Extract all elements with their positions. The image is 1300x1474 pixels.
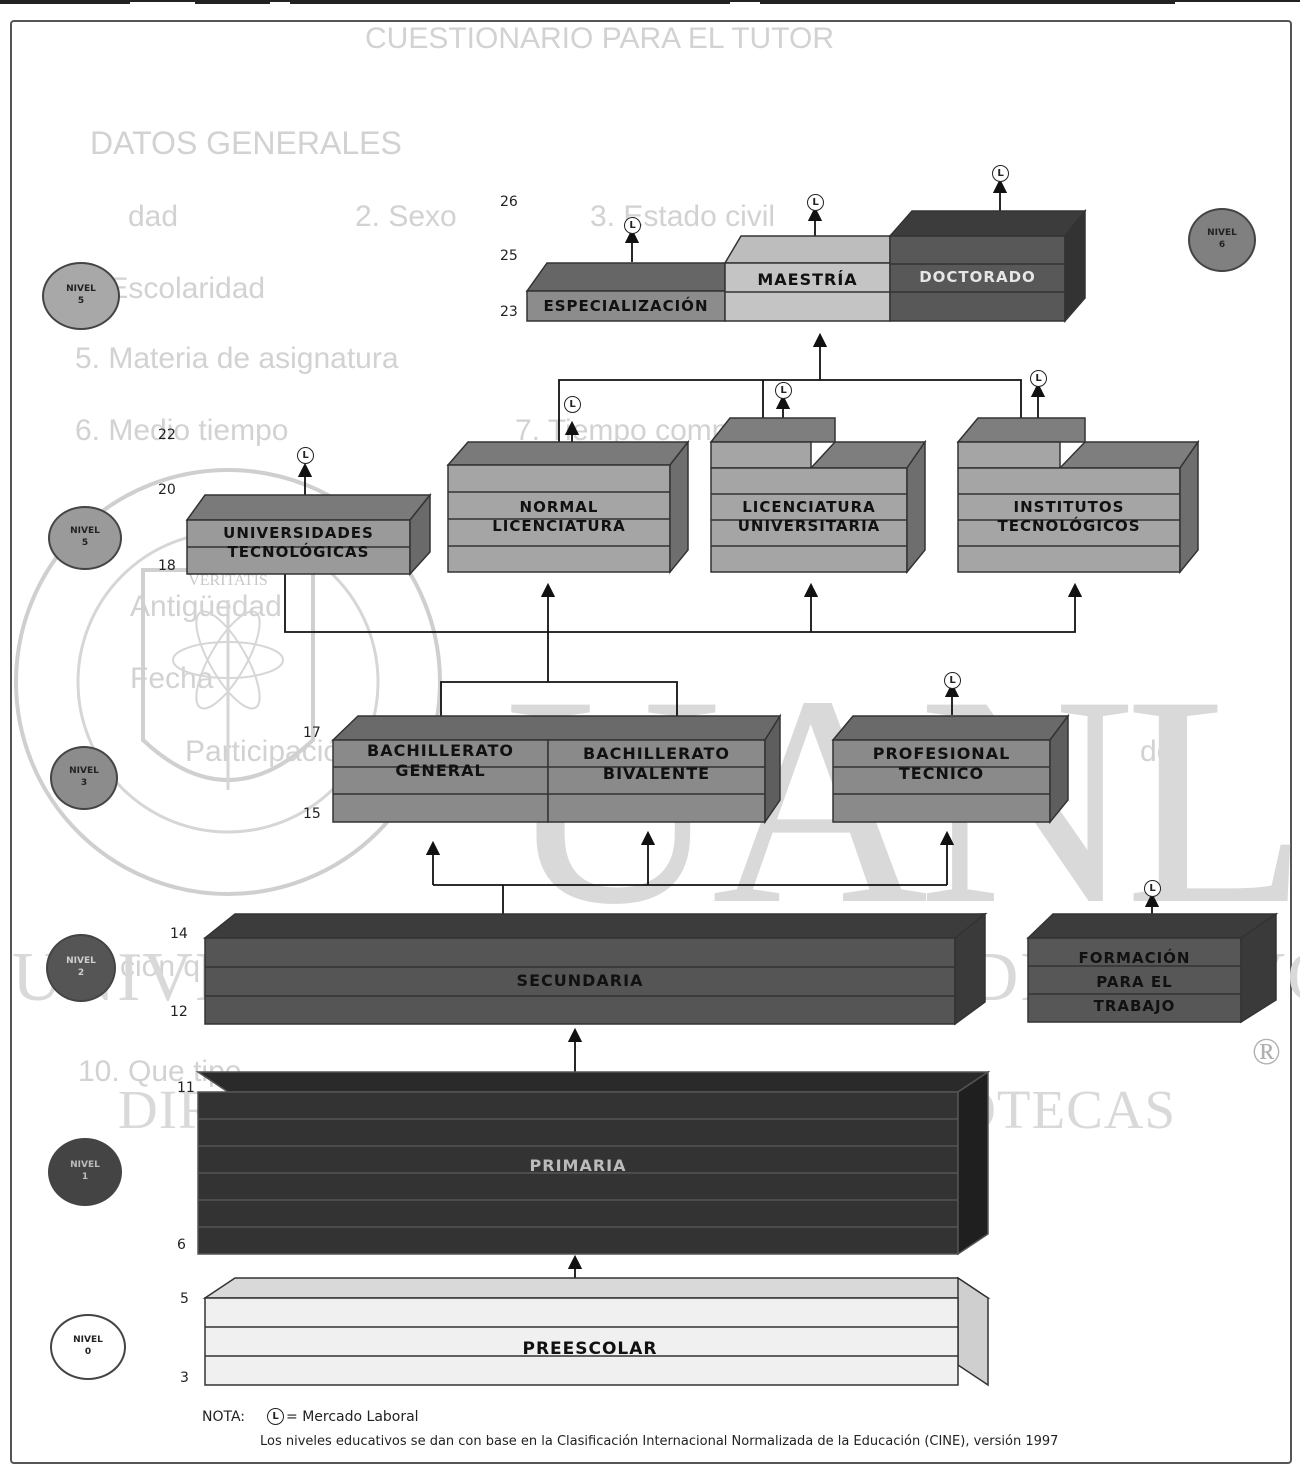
universidades-label-line1: UNIVERSIDADES (223, 524, 374, 542)
normal-label-line1: NORMAL (519, 498, 599, 516)
normal-label-line2: LICENCIATURA (492, 516, 626, 535)
institutos-label-line1: INSTITUTOS (1013, 498, 1125, 516)
level-word: NIVEL (1207, 228, 1237, 239)
formacion-block (1026, 912, 1279, 1024)
age-label: 26 (500, 194, 518, 210)
age-label: 3 (180, 1370, 189, 1386)
level-badge: NIVEL 0 (50, 1314, 126, 1380)
secundaria-block (202, 912, 988, 1026)
age-label: 11 (177, 1080, 195, 1096)
licenciatura-universitaria-label: LICENCIATURA UNIVERSITARIA (711, 498, 907, 536)
bach-gen-label-line1: BACHILLERATO (367, 741, 514, 760)
prof-tec-label-line1: PROFESIONAL (872, 744, 1011, 763)
preescolar-label: PREESCOLAR (522, 1339, 658, 1359)
level-number: 1 (81, 1172, 89, 1182)
labor-market-marker: L (992, 165, 1009, 182)
note-legend-text: = Mercado Laboral (286, 1408, 419, 1425)
profesional-tecnico-block (831, 713, 1070, 825)
level-badge: NIVEL 2 (46, 934, 116, 1002)
level-badge: NIVEL 5 (42, 262, 120, 330)
level-number: 0 (84, 1347, 92, 1357)
formacion-label-line1: FORMACIÓN (1078, 949, 1191, 967)
institutos-tecnologicos-block (956, 417, 1200, 575)
level-number: 6 (1218, 240, 1226, 250)
level-badge: NIVEL 5 (48, 506, 122, 570)
bach-biv-label-line1: BACHILLERATO (583, 744, 730, 763)
maestria-label: MAESTRÍA (757, 270, 858, 289)
labor-market-marker: L (775, 382, 792, 399)
page-frame (10, 20, 1292, 1464)
top-rule-segment (290, 0, 730, 4)
formacion-para-el-trabajo-label: FORMACIÓN PARA EL TRABAJO (1028, 946, 1241, 1018)
bachillerato-block (331, 713, 782, 825)
especializacion-label: ESPECIALIZACIÓN (543, 297, 709, 315)
institutos-tecnologicos-label: INSTITUTOS TECNOLÓGICOS (958, 498, 1180, 536)
level-word: NIVEL (70, 1160, 100, 1171)
licenciatura-universitaria-block (709, 417, 927, 575)
formacion-label-line3: TRABAJO (1093, 997, 1176, 1015)
level-word: NIVEL (69, 766, 99, 777)
source-note: Los niveles educativos se dan con base e… (260, 1434, 1059, 1449)
top-rule-segment (0, 0, 130, 4)
level-word: NIVEL (66, 284, 96, 295)
level-badge: NIVEL 6 (1188, 208, 1256, 272)
lic-univ-label-line2: UNIVERSITARIA (737, 516, 881, 535)
connector-lines (284, 178, 1160, 1298)
universidades-tecnologicas-block (185, 492, 432, 576)
note-legend: NOTA: L = Mercado Laboral (202, 1408, 419, 1425)
level-word: NIVEL (70, 526, 100, 537)
labor-market-marker: L (807, 194, 824, 211)
primaria-label: PRIMARIA (529, 1156, 627, 1175)
age-label: 15 (303, 806, 321, 822)
posgrado-blocks (525, 208, 1087, 324)
level-word: NIVEL (66, 956, 96, 967)
labor-market-marker: L (944, 672, 961, 689)
secundaria-label: SECUNDARIA (516, 971, 644, 990)
bach-biv-label-line2: BIVALENTE (602, 764, 711, 783)
bachillerato-general-label: BACHILLERATO GENERAL (333, 741, 548, 781)
primaria-block (195, 1070, 991, 1256)
preescolar-block (202, 1276, 991, 1387)
age-label: 25 (500, 248, 518, 264)
age-label: 22 (158, 427, 176, 443)
prof-tec-label-line2: TECNICO (898, 764, 985, 783)
age-label: 12 (170, 1004, 188, 1020)
labor-market-marker: L (297, 447, 314, 464)
doctorado-label: DOCTORADO (919, 268, 1036, 286)
level-number: 3 (80, 778, 88, 788)
age-label: 5 (180, 1291, 189, 1307)
lic-univ-label-line1: LICENCIATURA (742, 498, 876, 516)
formacion-label-line2: PARA EL (1096, 973, 1173, 991)
note-label: NOTA: (202, 1408, 246, 1425)
top-rule-segment (760, 0, 1175, 4)
age-label: 18 (158, 558, 176, 574)
normal-licenciatura-block (446, 439, 690, 575)
institutos-label-line2: TECNOLÓGICOS (997, 516, 1141, 535)
normal-licenciatura-label: NORMAL LICENCIATURA (448, 498, 670, 536)
labor-market-legend-icon: L (267, 1408, 285, 1425)
bach-gen-label-line2: GENERAL (395, 761, 486, 780)
bachillerato-bivalente-label: BACHILLERATO BIVALENTE (548, 744, 765, 784)
labor-market-marker: L (1144, 880, 1161, 897)
level-word: NIVEL (73, 1335, 103, 1346)
age-label: 23 (500, 304, 518, 320)
universidades-label-line2: TECNOLÓGICAS (227, 542, 370, 561)
level-number: 5 (77, 296, 85, 306)
profesional-tecnico-label: PROFESIONAL TECNICO (833, 744, 1050, 784)
level-number: 5 (81, 538, 89, 548)
labor-market-marker: L (564, 396, 581, 413)
age-label: 17 (303, 725, 321, 741)
universidades-tecnologicas-label: UNIVERSIDADES TECNOLÓGICAS (187, 524, 410, 562)
level-number: 2 (77, 968, 85, 978)
age-label: 14 (170, 926, 188, 942)
level-badge: NIVEL 1 (48, 1138, 122, 1206)
age-label: 6 (177, 1237, 186, 1253)
top-rule-segment (195, 0, 270, 4)
labor-market-marker: L (1030, 370, 1047, 387)
level-badge: NIVEL 3 (50, 746, 118, 810)
labor-market-marker: L (624, 217, 641, 234)
age-label: 20 (158, 482, 176, 498)
